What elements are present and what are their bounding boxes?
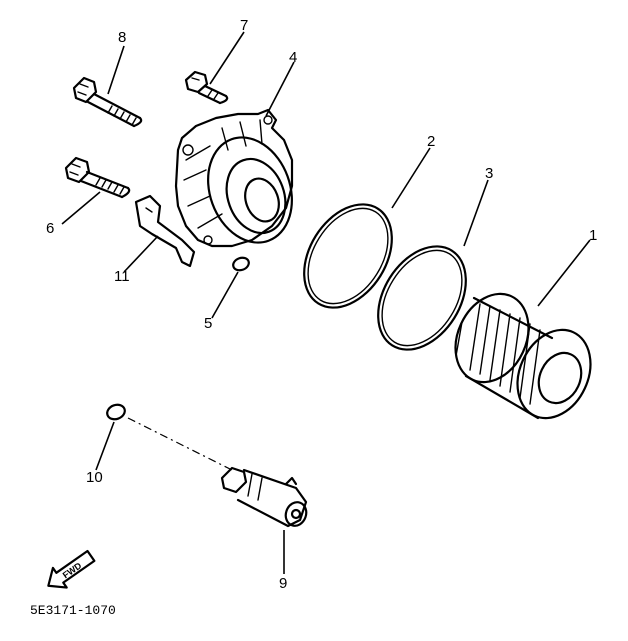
callout-labels: 8 7 4 2 3 1 6 11 5 10 9 xyxy=(46,17,597,592)
oil-filter-element-1 xyxy=(454,292,592,420)
callout-4: 4 xyxy=(289,49,297,66)
callout-3: 3 xyxy=(485,165,493,182)
callout-7: 7 xyxy=(240,17,248,34)
callout-1: 1 xyxy=(589,227,597,244)
alignment-line xyxy=(127,417,233,471)
bolt-6 xyxy=(64,156,131,199)
bolt-8 xyxy=(72,76,143,128)
drawing-code: 5E3171-1070 xyxy=(30,603,116,618)
oil-filter-cover-4 xyxy=(174,108,294,248)
callout-2: 2 xyxy=(427,133,435,150)
bracket-11 xyxy=(134,194,196,268)
callout-5: 5 xyxy=(204,315,212,332)
o-ring-2 xyxy=(303,203,393,309)
callout-9: 9 xyxy=(279,575,287,592)
leader-lines xyxy=(61,31,591,574)
bolt-7 xyxy=(184,70,229,105)
o-ring-10 xyxy=(106,403,126,421)
callout-10: 10 xyxy=(86,469,103,486)
callout-6: 6 xyxy=(46,220,54,237)
o-ring-3 xyxy=(377,245,467,351)
callout-8: 8 xyxy=(118,29,126,46)
o-ring-5 xyxy=(232,256,250,272)
forward-arrow-icon: FWD xyxy=(47,549,96,589)
callout-11: 11 xyxy=(114,268,130,285)
oil-fitting-9 xyxy=(220,466,308,528)
